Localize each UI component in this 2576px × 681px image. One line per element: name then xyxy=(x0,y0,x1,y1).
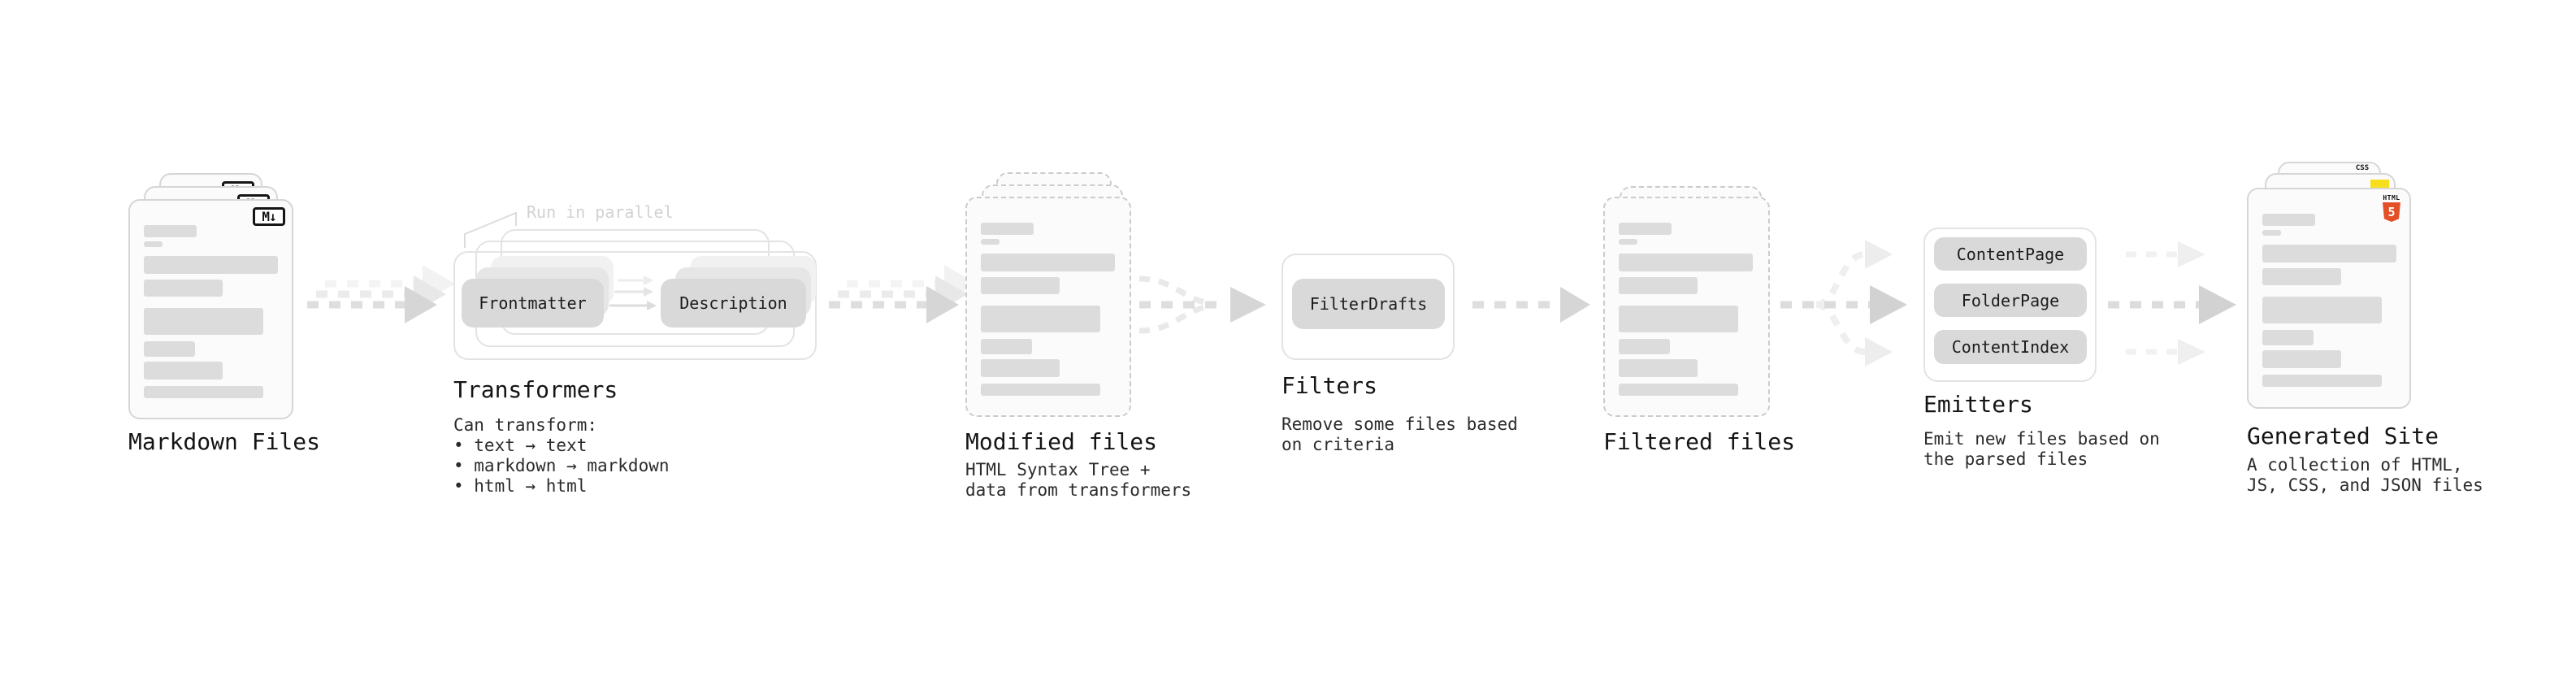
text-line-placeholder xyxy=(981,359,1060,377)
text-line-placeholder xyxy=(981,239,1000,245)
transformers-label: Transformers xyxy=(453,376,618,403)
text-line-placeholder xyxy=(2262,330,2314,345)
text-line-placeholder xyxy=(981,254,1115,271)
parallel-arrows-icon xyxy=(609,275,657,310)
filters-label: Filters xyxy=(1281,372,1378,399)
text-line-placeholder xyxy=(144,362,223,380)
text-line-placeholder xyxy=(1619,384,1738,396)
text-line-placeholder xyxy=(981,277,1060,294)
description-pill: Description xyxy=(661,279,806,327)
folder-page-pill: FolderPage xyxy=(1934,284,2087,317)
site-doc-html: HTML 5 xyxy=(2247,188,2411,409)
run-in-parallel-annotation: Run in parallel xyxy=(527,202,674,222)
text-line-placeholder xyxy=(2262,268,2341,285)
text-line-placeholder xyxy=(2262,375,2382,387)
text-line-placeholder xyxy=(2262,214,2315,226)
modified-files-label: Modified files xyxy=(965,428,1158,455)
modified-doc-front xyxy=(965,197,1131,417)
generated-site-description: A collection of HTML, JS, CSS, and JSON … xyxy=(2247,455,2483,495)
text-line-placeholder xyxy=(2262,297,2382,323)
html5-icon: HTML 5 xyxy=(2383,194,2400,222)
text-line-placeholder xyxy=(981,223,1034,235)
arrow-markdown-to-transformers xyxy=(307,265,455,323)
markdown-doc-front: M↓ xyxy=(128,199,293,419)
text-line-placeholder xyxy=(1619,306,1738,332)
markdown-files-label: Markdown Files xyxy=(128,428,321,455)
filters-description: Remove some files based on criteria xyxy=(1281,414,1518,454)
emitters-description: Emit new files based on the parsed files xyxy=(1923,429,2160,469)
text-line-placeholder xyxy=(2262,245,2396,262)
text-line-placeholder xyxy=(981,306,1100,332)
text-line-placeholder xyxy=(981,384,1100,396)
emitters-box xyxy=(1923,228,2097,382)
text-line-placeholder xyxy=(144,280,223,297)
text-line-placeholder xyxy=(144,341,195,357)
text-line-placeholder xyxy=(144,256,278,274)
filter-drafts-pill: FilterDrafts xyxy=(1292,279,1445,329)
content-index-pill: ContentIndex xyxy=(1934,330,2087,364)
text-line-placeholder xyxy=(144,386,263,398)
text-line-placeholder xyxy=(1619,254,1753,271)
text-line-placeholder xyxy=(1619,239,1637,245)
filtered-files-label: Filtered files xyxy=(1603,428,1796,455)
text-line-placeholder xyxy=(1619,223,1672,235)
text-line-placeholder xyxy=(144,308,263,335)
modified-files-description: HTML Syntax Tree + data from transformer… xyxy=(965,460,1192,500)
text-line-placeholder xyxy=(2262,230,2281,236)
annotation-leader-line xyxy=(464,211,517,248)
transformers-box-front xyxy=(453,251,817,360)
text-line-placeholder xyxy=(981,339,1032,354)
filters-box xyxy=(1281,254,1455,360)
arrow-fanout-filtered-to-emitters xyxy=(1780,240,1907,367)
text-line-placeholder xyxy=(144,225,197,237)
frontmatter-pill: Frontmatter xyxy=(462,279,604,327)
text-line-placeholder xyxy=(144,241,163,247)
filtered-doc-front xyxy=(1603,197,1770,417)
text-line-placeholder xyxy=(2262,350,2341,368)
transformers-description: Can transform: • text → text • markdown … xyxy=(453,415,670,496)
arrow-filters-to-filtered xyxy=(1472,287,1590,323)
arrow-merge-modified-to-filters xyxy=(1138,275,1266,334)
markdown-icon: M↓ xyxy=(253,207,285,226)
emitters-label: Emitters xyxy=(1923,391,2033,418)
text-line-placeholder xyxy=(1619,339,1670,354)
text-line-placeholder xyxy=(1619,359,1698,377)
arrow-emitters-to-site xyxy=(2108,241,2236,365)
text-line-placeholder xyxy=(1619,277,1698,294)
generated-site-label: Generated Site xyxy=(2247,423,2439,449)
content-page-pill: ContentPage xyxy=(1934,237,2087,271)
arrow-transformers-to-modified xyxy=(829,265,977,323)
